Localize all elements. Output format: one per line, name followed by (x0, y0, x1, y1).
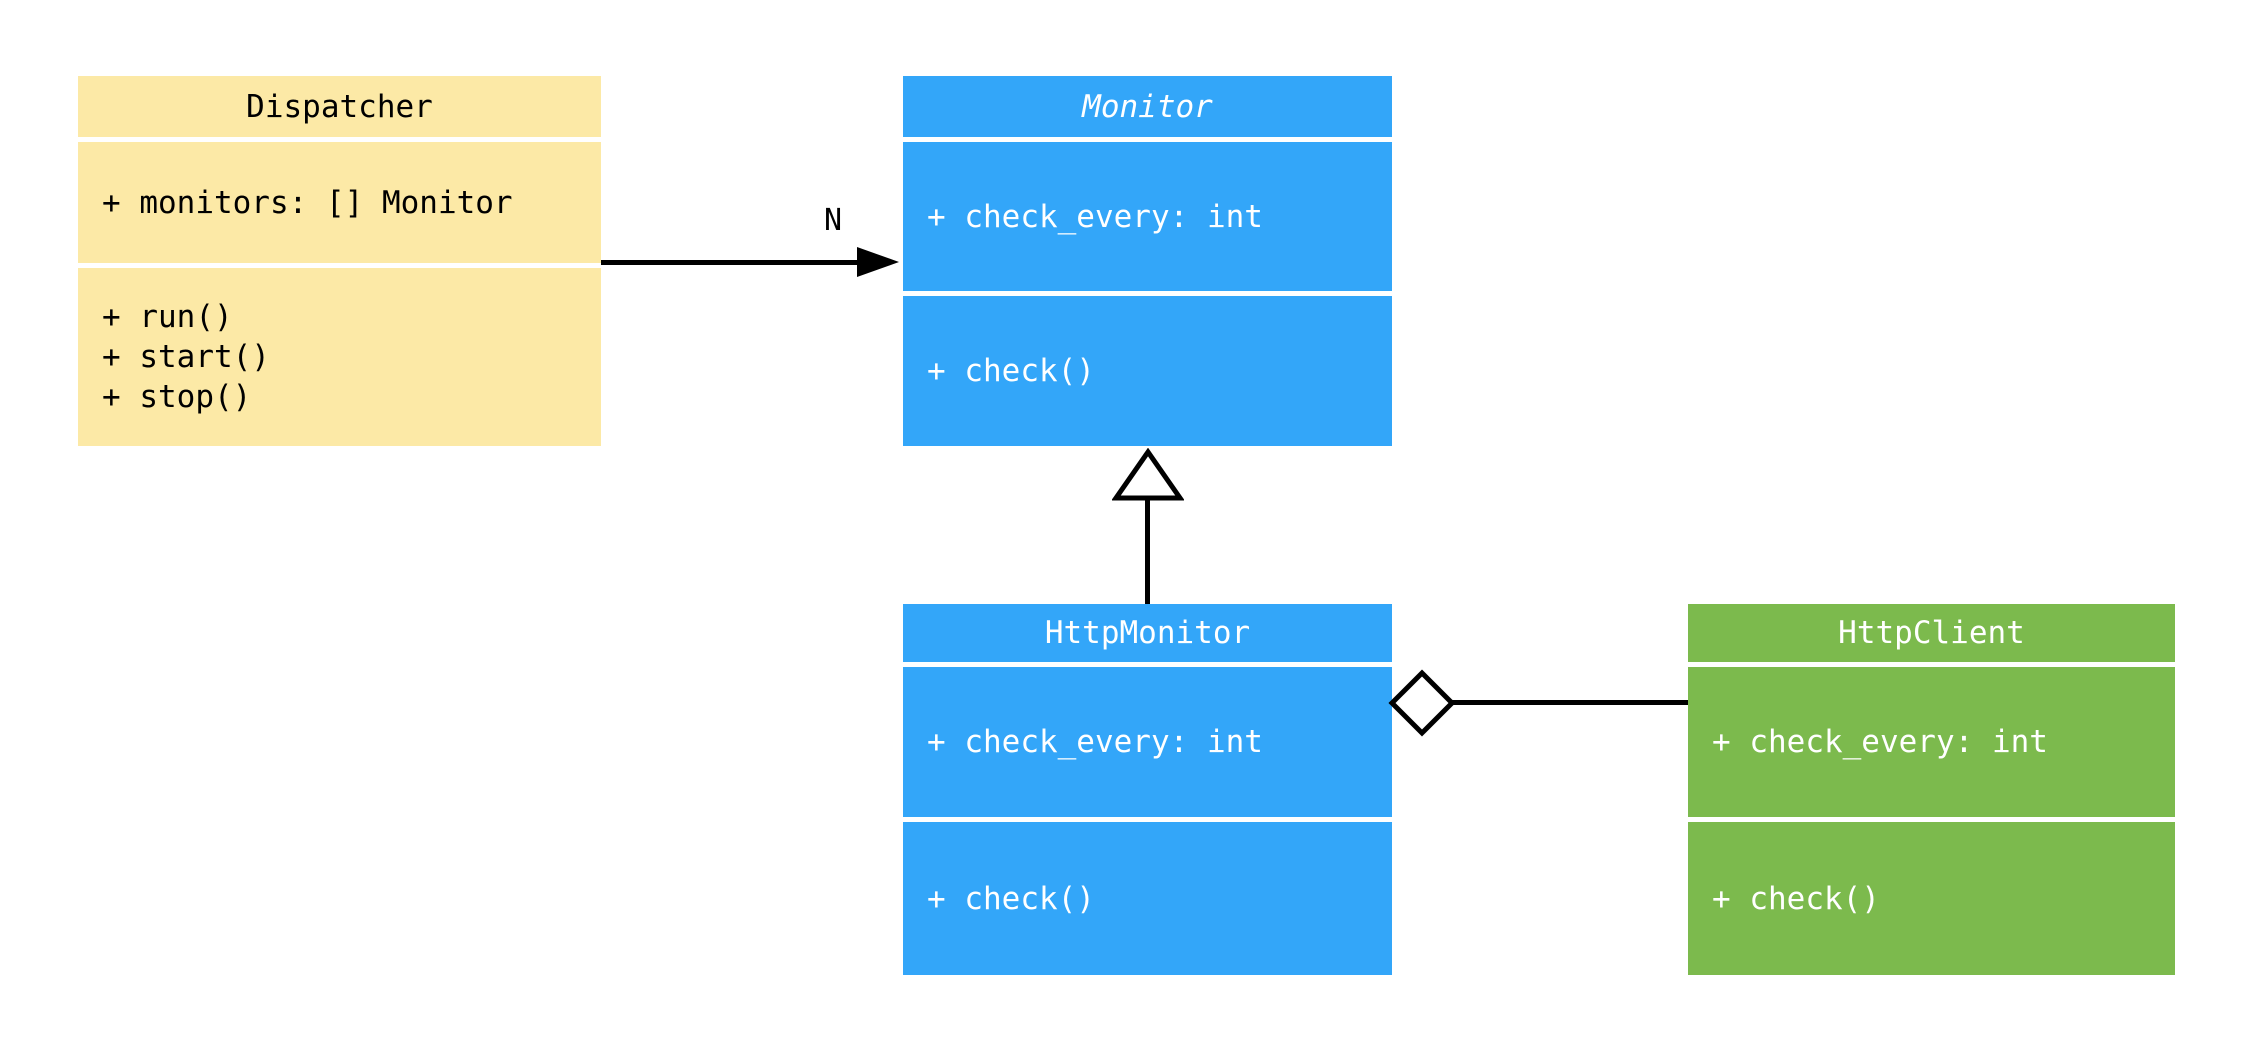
arrowhead-icon (857, 247, 899, 277)
multiplicity-label: N (824, 203, 843, 238)
class-box-httpclient: HttpClient + check_every: int + check() (1688, 604, 2175, 975)
class-box-monitor: Monitor + check_every: int + check() (903, 76, 1392, 446)
class-title-abstract: Monitor (903, 76, 1392, 137)
attribute-line: + check_every: int (927, 198, 1263, 235)
class-title: HttpClient (1688, 604, 2175, 662)
class-attributes: + check_every: int (903, 667, 1392, 817)
method-line: + start() (102, 339, 270, 375)
inheritance-line (1145, 497, 1150, 604)
class-methods: + check() (903, 822, 1392, 975)
class-box-dispatcher: Dispatcher + monitors: [] Monitor + run(… (78, 76, 601, 446)
class-methods: + check() (1688, 822, 2175, 975)
class-attributes: + monitors: [] Monitor (78, 142, 601, 263)
aggregation-line (1452, 700, 1688, 705)
class-methods: + check() (903, 296, 1392, 446)
class-attributes: + check_every: int (1688, 667, 2175, 817)
method-line: + check() (927, 353, 1095, 389)
method-line: + stop() (102, 379, 252, 415)
class-title: HttpMonitor (903, 604, 1392, 662)
class-attributes: + check_every: int (903, 142, 1392, 291)
class-box-httpmonitor: HttpMonitor + check_every: int + check() (903, 604, 1392, 975)
inheritance-triangle-icon (1112, 448, 1184, 501)
method-line: + check() (927, 880, 1095, 917)
attribute-line: + monitors: [] Monitor (102, 184, 513, 221)
method-line: + check() (1712, 880, 1880, 917)
class-title: Dispatcher (78, 76, 601, 137)
aggregation-diamond-icon (1388, 669, 1456, 737)
association-line (601, 260, 857, 265)
method-line: + run() (102, 299, 233, 335)
class-methods: + run() + start() + stop() (78, 268, 601, 446)
attribute-line: + check_every: int (927, 724, 1263, 760)
attribute-line: + check_every: int (1712, 724, 2048, 760)
